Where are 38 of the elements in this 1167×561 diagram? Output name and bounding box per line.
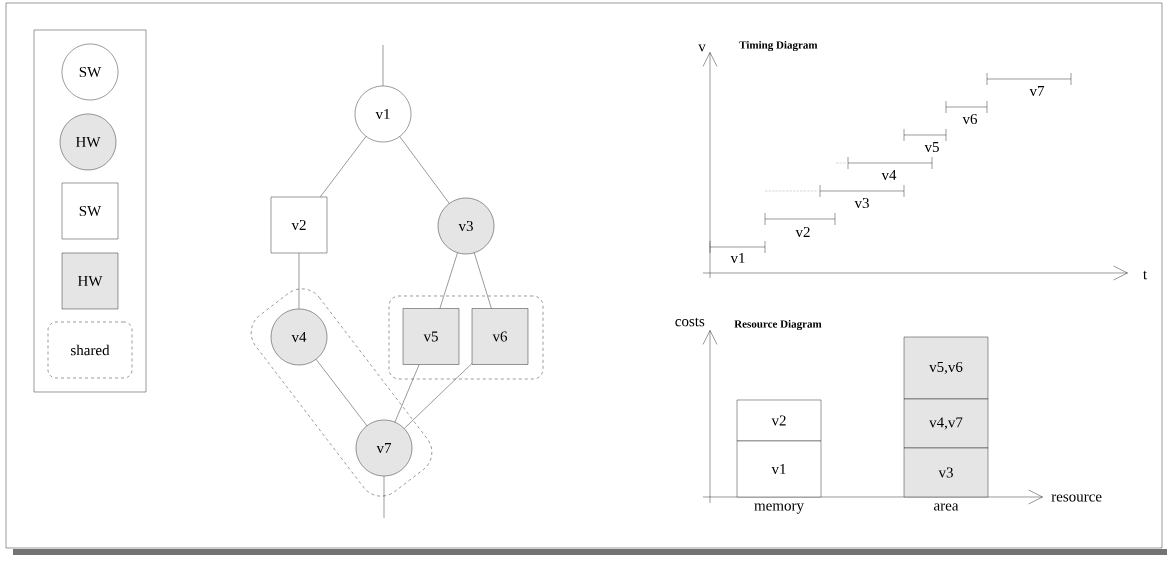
resource-block: v2: [736, 399, 822, 442]
timing-label: v2: [795, 226, 810, 238]
task-square: v5: [402, 308, 460, 365]
timing-label: v7: [1029, 86, 1045, 96]
connector-line: [298, 253, 300, 309]
connector-line: [383, 476, 385, 519]
task-square: SW: [61, 182, 119, 240]
connector-line: [439, 252, 458, 309]
timing-label: v3: [854, 197, 869, 209]
chart-title: Timing Diagram: [739, 41, 818, 52]
connector-line: [320, 136, 367, 197]
axis-label: t: [1143, 270, 1147, 280]
timing-label: v1: [730, 253, 745, 263]
timing-label: v4: [881, 170, 897, 180]
shared-group-outline: shared: [47, 321, 133, 379]
shared-group-outline: [388, 295, 544, 380]
resource-block: v1: [736, 440, 822, 498]
axis-label: costs: [675, 317, 705, 327]
axis-label: resource: [1051, 494, 1102, 502]
resource-block: v5,v6: [903, 336, 989, 400]
axis-label: v: [698, 44, 706, 52]
task-square: v2: [270, 196, 328, 254]
connector-line: [382, 44, 384, 86]
connector-line: [399, 136, 450, 204]
task-square: v6: [471, 308, 529, 365]
resource-block: v4,v7: [903, 398, 989, 449]
legend-frame: [33, 29, 147, 393]
connector-line: [404, 363, 472, 429]
timing-label: v5: [924, 142, 939, 152]
task-square: HW: [61, 252, 119, 310]
connector-line: [394, 364, 420, 423]
connector-line: [474, 252, 492, 309]
connector-line: [315, 359, 368, 426]
resource-block: v3: [903, 447, 989, 498]
axis-label: memory: [754, 503, 804, 514]
chart-title: Resource Diagram: [734, 319, 822, 331]
axis-label: area: [934, 503, 959, 511]
timing-label: v6: [962, 113, 978, 125]
